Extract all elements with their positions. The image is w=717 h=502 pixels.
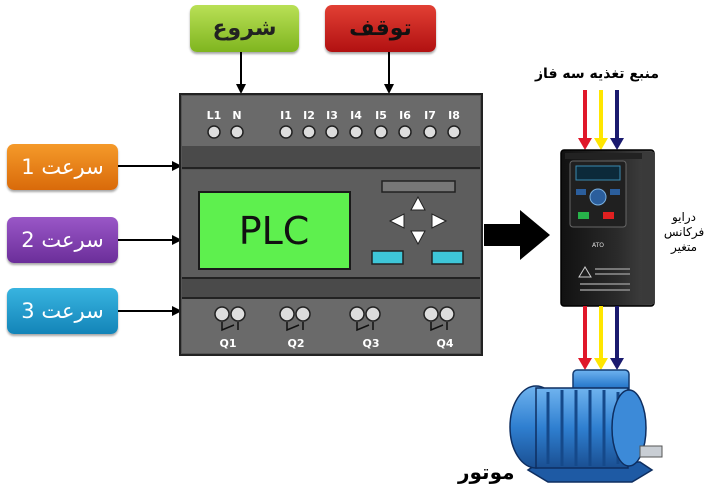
speed-1-label: سرعت 1 bbox=[7, 144, 118, 190]
plc-key-right bbox=[431, 250, 464, 265]
speed-3-label: سرعت 3 bbox=[7, 288, 118, 334]
terminal-screw bbox=[279, 306, 295, 322]
vfd-label: درایو فرکانس متغیر bbox=[655, 210, 713, 255]
terminal-screw bbox=[230, 125, 244, 139]
motor-front-flange bbox=[611, 389, 647, 467]
terminal-screw bbox=[447, 125, 461, 139]
arrow-plc-to-drive bbox=[484, 210, 550, 260]
terminal-screw bbox=[295, 306, 311, 322]
arrowhead bbox=[578, 138, 592, 150]
input-terminal-label: I2 bbox=[303, 109, 315, 122]
terminal-screw bbox=[279, 125, 293, 139]
relay-contact-icon bbox=[430, 322, 448, 332]
drive-warning-text bbox=[580, 289, 630, 291]
terminal-screw bbox=[302, 125, 316, 139]
drive-stop-button bbox=[603, 212, 614, 219]
stop-label: توقف bbox=[325, 5, 436, 52]
supply-phase-lines bbox=[578, 90, 624, 150]
motor-illustration bbox=[509, 369, 663, 483]
drive-warning-text bbox=[580, 283, 630, 285]
plc-bottom-rail bbox=[182, 278, 480, 298]
input-terminal-label: L1 bbox=[207, 109, 222, 122]
drive-button bbox=[576, 189, 586, 195]
drive-top-vent bbox=[565, 153, 642, 159]
drive-run-button bbox=[578, 212, 589, 219]
input-terminal-label: I1 bbox=[280, 109, 292, 122]
terminal-screw bbox=[214, 306, 230, 322]
output-terminal-label: Q4 bbox=[436, 337, 453, 350]
three-phase-supply-label: منبع تغذیه سه فاز bbox=[535, 66, 660, 82]
plc-unit: L1 N I1 I2 I3 I4 I5 I6 I7 I8 PLC bbox=[179, 93, 483, 356]
terminal-screw bbox=[423, 125, 437, 139]
output-relay-q4 bbox=[423, 306, 455, 332]
drive-knob bbox=[589, 188, 607, 206]
relay-contact-icon bbox=[221, 322, 239, 332]
motor-phase-lines bbox=[578, 306, 624, 370]
terminal-screw bbox=[398, 125, 412, 139]
output-relay-q3 bbox=[349, 306, 381, 332]
input-terminal-label: I5 bbox=[375, 109, 387, 122]
arrowhead bbox=[610, 138, 624, 150]
output-terminal-label: Q3 bbox=[362, 337, 379, 350]
speed-2-label: سرعت 2 bbox=[7, 217, 118, 263]
vfd-label-line: فرکانس bbox=[663, 225, 705, 239]
drive-button bbox=[610, 189, 620, 195]
output-terminal-label: Q1 bbox=[219, 337, 236, 350]
plc-key-left bbox=[371, 250, 404, 265]
input-terminal-label: I4 bbox=[350, 109, 362, 122]
arrowhead bbox=[578, 358, 592, 370]
motor-label: موتور bbox=[458, 460, 515, 484]
left-arrow-key-icon bbox=[388, 213, 405, 229]
drive-brand: ATO bbox=[592, 242, 604, 249]
arrowhead bbox=[594, 138, 608, 150]
output-relay-q1 bbox=[214, 306, 246, 332]
terminal-screw bbox=[374, 125, 388, 139]
output-relay-q2 bbox=[279, 306, 311, 332]
output-terminal-label: Q2 bbox=[287, 337, 304, 350]
warning-icon bbox=[578, 266, 592, 278]
down-arrow-key-icon bbox=[410, 230, 426, 246]
relay-contact-icon bbox=[286, 322, 304, 332]
up-arrow-key-icon bbox=[410, 195, 426, 211]
input-terminal-label: I8 bbox=[448, 109, 460, 122]
plc-screen-text: PLC bbox=[239, 209, 310, 253]
relay-contact-icon bbox=[356, 322, 374, 332]
terminal-screw bbox=[230, 306, 246, 322]
input-screws bbox=[207, 125, 461, 139]
drive-warning-text bbox=[595, 268, 630, 270]
terminal-screw bbox=[349, 306, 365, 322]
right-arrow-key-icon bbox=[431, 213, 448, 229]
arrowhead bbox=[610, 358, 624, 370]
motor-shaft bbox=[639, 445, 663, 458]
input-terminal-label: N bbox=[232, 109, 241, 122]
plc-top-rail bbox=[182, 146, 480, 168]
drive-display bbox=[575, 165, 621, 181]
start-label: شروع bbox=[190, 5, 299, 52]
plc-lcd-screen bbox=[198, 191, 351, 270]
input-terminal-label: I3 bbox=[326, 109, 338, 122]
plc-slot bbox=[381, 180, 456, 193]
terminal-screw bbox=[207, 125, 221, 139]
terminal-screw bbox=[439, 306, 455, 322]
terminal-screw bbox=[325, 125, 339, 139]
terminal-screw bbox=[365, 306, 381, 322]
vfd-label-line: متغیر bbox=[670, 240, 698, 254]
terminal-screw bbox=[349, 125, 363, 139]
terminal-screw bbox=[423, 306, 439, 322]
input-terminal-label: I6 bbox=[399, 109, 411, 122]
drive-side-fins bbox=[642, 152, 654, 304]
vfd-label-line: درایو bbox=[671, 210, 696, 224]
vfd-drive: ATO bbox=[560, 149, 655, 307]
input-terminal-label: I7 bbox=[424, 109, 436, 122]
arrowhead bbox=[594, 358, 608, 370]
drive-warning-text bbox=[595, 273, 630, 275]
